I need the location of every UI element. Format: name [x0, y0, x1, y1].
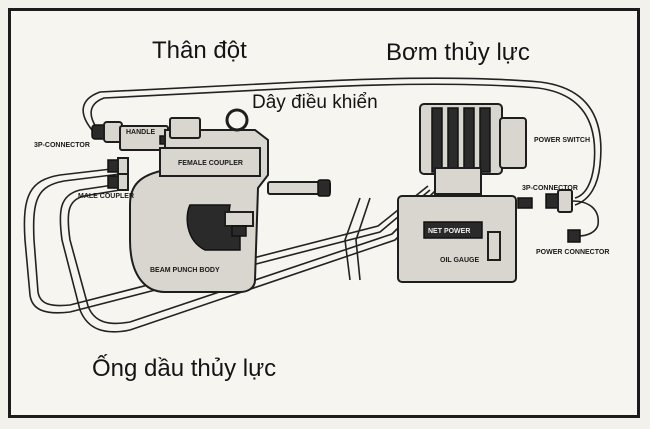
hydraulic-pump-title: Bơm thủy lực — [386, 39, 530, 66]
connector-3p-left-label: 3P-CONNECTOR — [34, 142, 90, 149]
beam-punch-body — [119, 108, 331, 293]
hydraulic-pump — [397, 103, 599, 283]
male-coupler-label: MALE COUPLER — [78, 193, 134, 200]
handle-label: HANDLE — [126, 129, 155, 136]
diagram-frame — [8, 8, 640, 418]
oil-gauge-label: OIL GAUGE — [440, 257, 479, 264]
connector-3p-right-label: 3P-CONNECTOR — [522, 185, 578, 192]
punch-body-title: Thân đột — [152, 37, 247, 64]
control-cable-title: Dây điều khiển — [252, 92, 378, 113]
hydraulic-hoses — [23, 167, 441, 333]
control-cable — [82, 77, 602, 206]
hydraulic-hose-title: Ống dầu thủy lực — [92, 354, 276, 382]
male-coupler-left — [107, 157, 129, 191]
beam-punch-body-label: BEAM PUNCH BODY — [150, 267, 220, 274]
power-connector-label: POWER CONNECTOR — [536, 249, 609, 256]
power-switch-label: POWER SWITCH — [534, 137, 590, 144]
female-coupler-label: FEMALE COUPLER — [178, 160, 243, 167]
connector-3p-left — [91, 121, 123, 143]
pump-nameplate-label: NET POWER — [428, 228, 470, 235]
